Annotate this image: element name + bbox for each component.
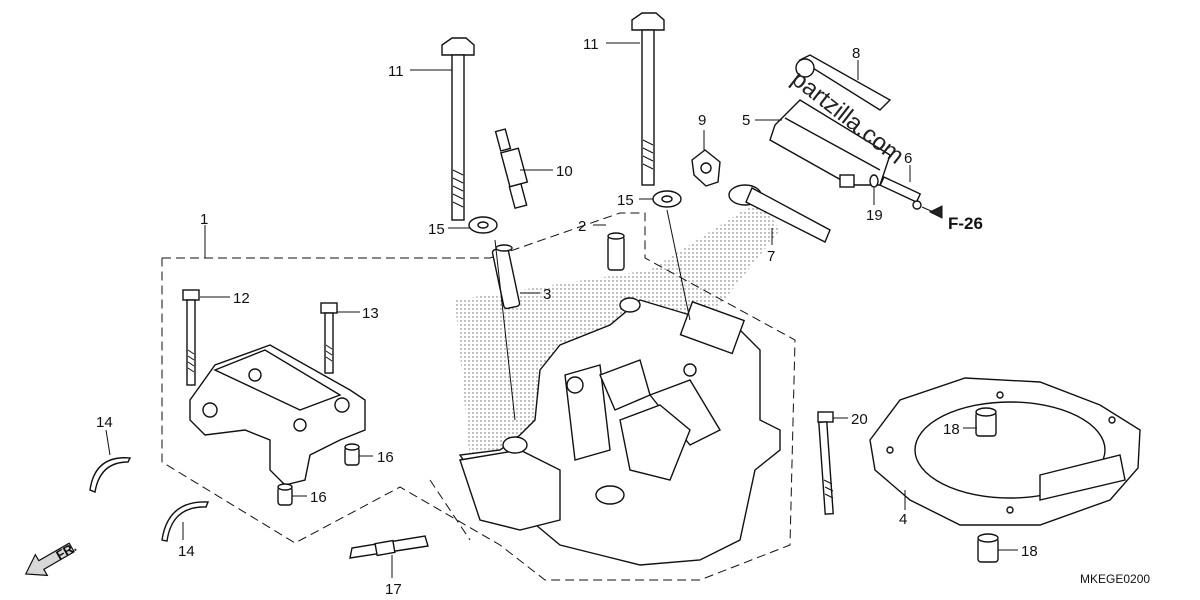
tube-8 bbox=[795, 54, 892, 111]
gasket-4 bbox=[869, 377, 1141, 526]
front-direction: FR. bbox=[24, 539, 79, 577]
stud-bolt-17 bbox=[349, 535, 429, 559]
diagram-code: MKEGE0200 bbox=[1080, 572, 1150, 586]
valve-guide-3 bbox=[491, 244, 521, 310]
bolt-11a bbox=[441, 37, 475, 221]
callout-5: 5 bbox=[742, 112, 750, 129]
callout-15b: 15 bbox=[617, 192, 634, 209]
bolt-13 bbox=[320, 302, 338, 374]
dowel-pin-18a bbox=[975, 407, 997, 437]
callout-7: 7 bbox=[767, 248, 775, 265]
spark-plug-10 bbox=[494, 128, 529, 210]
bolt-11b bbox=[631, 12, 665, 186]
callout-9: 9 bbox=[698, 112, 706, 129]
callout-18b: 18 bbox=[1021, 543, 1038, 560]
callout-labels: 1 2 3 4 5 6 7 8 9 10 11 11 12 13 14 14 1… bbox=[96, 36, 1038, 598]
callout-17: 17 bbox=[385, 581, 402, 598]
bolt-20 bbox=[817, 411, 834, 515]
assembly-outline bbox=[161, 212, 796, 581]
callout-14a: 14 bbox=[96, 414, 113, 431]
ring-19 bbox=[869, 174, 879, 188]
callout-4: 4 bbox=[899, 511, 907, 528]
reference-arrow-icon bbox=[928, 205, 943, 219]
callout-2: 2 bbox=[578, 218, 586, 235]
bolt-6 bbox=[879, 176, 922, 210]
callout-19: 19 bbox=[866, 207, 883, 224]
callout-3: 3 bbox=[543, 286, 551, 303]
dowel-pin-16b bbox=[277, 483, 293, 506]
reference-label: F-26 bbox=[948, 214, 983, 233]
callout-11a: 11 bbox=[388, 63, 404, 80]
callout-1: 1 bbox=[200, 211, 208, 228]
callout-16a: 16 bbox=[377, 449, 394, 466]
front-direction-arrow-icon bbox=[24, 542, 75, 577]
callout-20: 20 bbox=[851, 411, 868, 428]
washer-15a bbox=[468, 216, 498, 234]
washer-15b bbox=[652, 190, 682, 208]
clip-14b bbox=[161, 501, 210, 542]
clip-14a bbox=[89, 457, 132, 493]
dowel-pin-18b bbox=[977, 533, 999, 563]
callout-16b: 16 bbox=[310, 489, 327, 506]
bolt-12 bbox=[182, 289, 200, 386]
callout-12: 12 bbox=[233, 290, 250, 307]
rocker-holder bbox=[189, 344, 366, 486]
shaft-7 bbox=[728, 184, 831, 243]
callout-8: 8 bbox=[852, 45, 860, 62]
dowel-pin-16a bbox=[344, 443, 360, 466]
valve-guide-2 bbox=[607, 232, 625, 271]
cylinder-head bbox=[458, 297, 781, 566]
callout-11b: 11 bbox=[583, 36, 599, 53]
callout-18a: 18 bbox=[943, 421, 960, 438]
reference-f26[interactable]: F-26 bbox=[928, 205, 983, 233]
callout-6: 6 bbox=[904, 150, 912, 167]
callout-15a: 15 bbox=[428, 221, 445, 238]
callout-10: 10 bbox=[556, 163, 573, 180]
clamp-9 bbox=[691, 149, 721, 187]
callout-14b: 14 bbox=[178, 543, 195, 560]
callout-13: 13 bbox=[362, 305, 379, 322]
leader-lines bbox=[105, 42, 1018, 578]
